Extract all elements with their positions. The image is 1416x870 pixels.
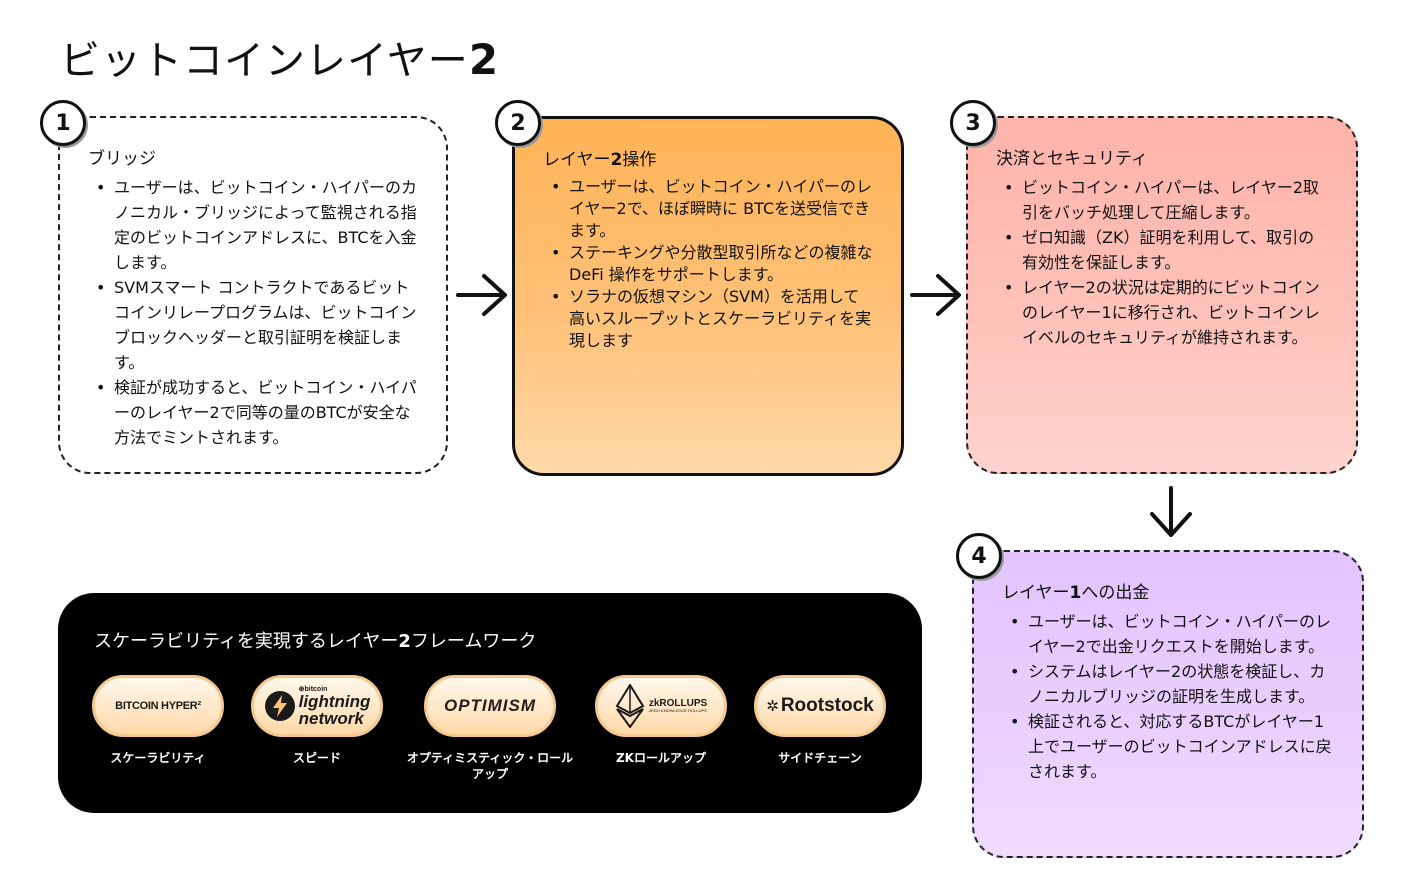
framework-item-label: サイドチェーン bbox=[778, 751, 862, 765]
step-box-layer2-operations: レイヤー2操作 ユーザーは、ビットコイン・ハイパーのレイヤー2で、ほぼ瞬時に B… bbox=[512, 116, 904, 476]
list-item: システムはレイヤー2の状態を検証し、カノニカルブリッジの証明を生成します。 bbox=[1010, 659, 1336, 709]
step-box-bridge: ブリッジ ユーザーは、ビットコイン・ハイパーのカノニカル・ブリッジによって監視さ… bbox=[58, 116, 448, 474]
list-item: ユーザーは、ビットコイン・ハイパーのレイヤー2で出金リクエストを開始します。 bbox=[1010, 609, 1336, 659]
step-heading: レイヤー2操作 bbox=[543, 145, 875, 170]
framework-title: スケーラビリティを実現するレイヤー2フレームワーク bbox=[94, 627, 886, 653]
heading-number: 1 bbox=[1069, 583, 1082, 603]
framework-title-number: 2 bbox=[398, 631, 411, 652]
ethereum-diamond-icon bbox=[615, 684, 645, 728]
framework-item-label: スケーラビリティ bbox=[110, 751, 206, 765]
framework-logo-row: BITCOIN HYPER² スケーラビリティ ⊕bitcoin lightni… bbox=[58, 675, 922, 785]
step-heading: 決済とセキュリティ bbox=[996, 149, 1148, 169]
heading-text: への出金 bbox=[1081, 583, 1150, 603]
framework-item-lightning: ⊕bitcoin lightning network スピード bbox=[237, 675, 397, 766]
step-badge-4: 4 bbox=[956, 533, 1002, 579]
page-title-text: ビットコインレイヤー bbox=[60, 38, 469, 84]
optimism-logo: OPTIMISM bbox=[424, 675, 556, 737]
list-item: ユーザーは、ビットコイン・ハイパーのカノニカル・ブリッジによって監視される指定の… bbox=[96, 175, 420, 275]
logo-text: OPTIMISM bbox=[443, 696, 537, 715]
step-bullet-list: ユーザーは、ビットコイン・ハイパーのレイヤー2で出金リクエストを開始します。 シ… bbox=[1000, 609, 1336, 784]
list-item: ステーキングや分散型取引所などの複雑なDeFi 操作をサポートします。 bbox=[551, 242, 875, 286]
logo-text: network bbox=[298, 708, 364, 728]
logo-text: zkROLLUPS bbox=[648, 698, 708, 710]
logo-text: Rootstock bbox=[780, 695, 874, 716]
zkrollups-logo: zkROLLUPS ZERO KNOWLEDGE ROLLUPS bbox=[595, 675, 727, 737]
framework-item-label: スピード bbox=[292, 751, 341, 765]
heading-text: 操作 bbox=[622, 150, 657, 170]
logo-text: ZERO KNOWLEDGE ROLLUPS bbox=[648, 708, 707, 714]
heading-text: レイヤー bbox=[543, 150, 611, 170]
rootstock-icon: ✲ bbox=[766, 697, 779, 715]
framework-title-text: スケーラビリティを実現するレイヤー bbox=[94, 631, 399, 652]
step-bullet-list: ユーザーは、ビットコイン・ハイパーのレイヤー2で、ほぼ瞬時に BTCを送受信でき… bbox=[541, 176, 875, 352]
framework-item-optimism: OPTIMISM オプティミスティック・ロールアップ bbox=[404, 675, 576, 782]
step-badge-1: 1 bbox=[40, 100, 86, 146]
framework-item-label: オプティミスティック・ロールアップ bbox=[406, 751, 574, 781]
step-badge-3: 3 bbox=[950, 100, 996, 146]
step-bullet-list: ビットコイン・ハイパーは、レイヤー2取引をバッチ処理して圧縮します。 ゼロ知識（… bbox=[994, 175, 1330, 350]
heading-text: レイヤー bbox=[1002, 583, 1070, 603]
step-box-withdrawal: レイヤー1への出金 ユーザーは、ビットコイン・ハイパーのレイヤー2で出金リクエス… bbox=[972, 550, 1364, 858]
rootstock-logo: ✲ Rootstock bbox=[754, 675, 886, 737]
list-item: 検証されると、対応するBTCがレイヤー1上でユーザーのビットコインアドレスに戻さ… bbox=[1010, 709, 1336, 784]
zkrollups-wordmark: zkROLLUPS ZERO KNOWLEDGE ROLLUPS bbox=[649, 698, 707, 713]
list-item: ゼロ知識（ZK）証明を利用して、取引の有効性を保証します。 bbox=[1004, 225, 1330, 275]
framework-item-label: ZKロールアップ bbox=[615, 751, 706, 765]
page-title: ビットコインレイヤー2 bbox=[60, 28, 499, 86]
list-item: レイヤー2の状況は定期的にビットコインのレイヤー1に移行され、ビットコインレイベ… bbox=[1004, 275, 1330, 350]
step-heading: レイヤー1への出金 bbox=[1002, 578, 1336, 603]
list-item: ビットコイン・ハイパーは、レイヤー2取引をバッチ処理して圧縮します。 bbox=[1004, 175, 1330, 225]
page-title-number: 2 bbox=[468, 35, 500, 84]
arrow-right-icon bbox=[910, 274, 961, 316]
framework-panel: スケーラビリティを実現するレイヤー2フレームワーク BITCOIN HYPER²… bbox=[58, 593, 922, 813]
framework-item-zkrollups: zkROLLUPS ZERO KNOWLEDGE ROLLUPS ZKロールアッ… bbox=[581, 675, 741, 766]
logo-text: BITCOIN HYPER² bbox=[115, 700, 201, 712]
logo-text: lightning bbox=[298, 691, 371, 711]
step-badge-2: 2 bbox=[495, 100, 541, 146]
logo-text: ⊕bitcoin bbox=[298, 685, 328, 693]
step-heading: ブリッジ bbox=[88, 149, 156, 169]
lightning-bolt-icon bbox=[264, 691, 295, 721]
list-item: SVMスマート コントラクトであるビットコインリレープログラムは、ビットコインブ… bbox=[96, 275, 420, 375]
arrow-down-icon bbox=[1150, 486, 1192, 537]
arrow-right-icon bbox=[456, 274, 507, 316]
list-item: 検証が成功すると、ビットコイン・ハイパーのレイヤー2で同等の量のBTCが安全な方… bbox=[96, 375, 420, 450]
step-bullet-list: ユーザーは、ビットコイン・ハイパーのカノニカル・ブリッジによって監視される指定の… bbox=[86, 175, 420, 450]
list-item: ソラナの仮想マシン（SVM）を活用して高いスループットとスケーラビリティを実現し… bbox=[551, 286, 875, 352]
bitcoin-hyper-logo: BITCOIN HYPER² bbox=[92, 675, 224, 737]
lightning-wordmark: ⊕bitcoin lightning network bbox=[299, 686, 371, 727]
framework-title-text: フレームワーク bbox=[410, 631, 537, 652]
list-item: ユーザーは、ビットコイン・ハイパーのレイヤー2で、ほぼ瞬時に BTCを送受信でき… bbox=[551, 176, 875, 242]
step-box-settlement-security: 決済とセキュリティ ビットコイン・ハイパーは、レイヤー2取引をバッチ処理して圧縮… bbox=[966, 116, 1358, 474]
heading-number: 2 bbox=[610, 150, 623, 170]
framework-item-bitcoin-hyper: BITCOIN HYPER² スケーラビリティ bbox=[78, 675, 238, 766]
framework-item-rootstock: ✲ Rootstock サイドチェーン bbox=[740, 675, 900, 766]
lightning-network-logo: ⊕bitcoin lightning network bbox=[251, 675, 383, 737]
